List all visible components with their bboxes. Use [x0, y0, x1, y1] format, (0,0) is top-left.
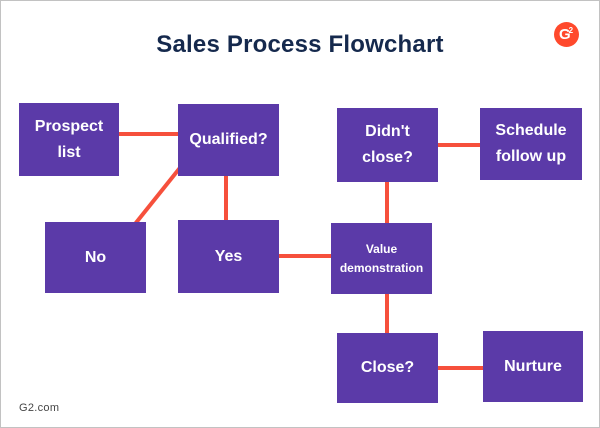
flow-node-label: Close?: [360, 359, 415, 377]
flow-node-yes: Yes: [178, 220, 279, 293]
flow-node-label: Prospect list: [34, 117, 104, 161]
flow-node-label: Nurture: [504, 357, 562, 375]
flow-node-label: Value demonstration: [339, 241, 424, 275]
flow-node-nurture: Nurture: [483, 331, 583, 402]
flow-node-label: Yes: [214, 247, 243, 265]
flow-node-schedule-follow-up: Schedule follow up: [480, 108, 582, 180]
flow-node-label: No: [84, 248, 107, 266]
flow-node-prospect-list: Prospect list: [19, 103, 119, 176]
footer-site-label: G2.com: [19, 402, 60, 414]
flow-node-no: No: [45, 222, 146, 293]
g2-logo-superscript: 2: [568, 25, 574, 35]
flow-node-label: Didn't close?: [362, 123, 413, 166]
page-title: Sales Process Flowchart: [156, 31, 444, 58]
flow-node-label: Qualified?: [189, 131, 268, 149]
flow-node-didnt-close: Didn't close?: [337, 108, 438, 182]
flow-node-close: Close?: [337, 333, 438, 403]
g2-logo-icon: G 2: [554, 22, 579, 47]
g2-logo-letter: G: [558, 26, 571, 43]
flow-node-qualified: Qualified?: [178, 104, 279, 176]
flow-node-label: Schedule follow up: [495, 122, 567, 165]
flow-node-value-demonstration: Value demonstration: [331, 223, 432, 294]
